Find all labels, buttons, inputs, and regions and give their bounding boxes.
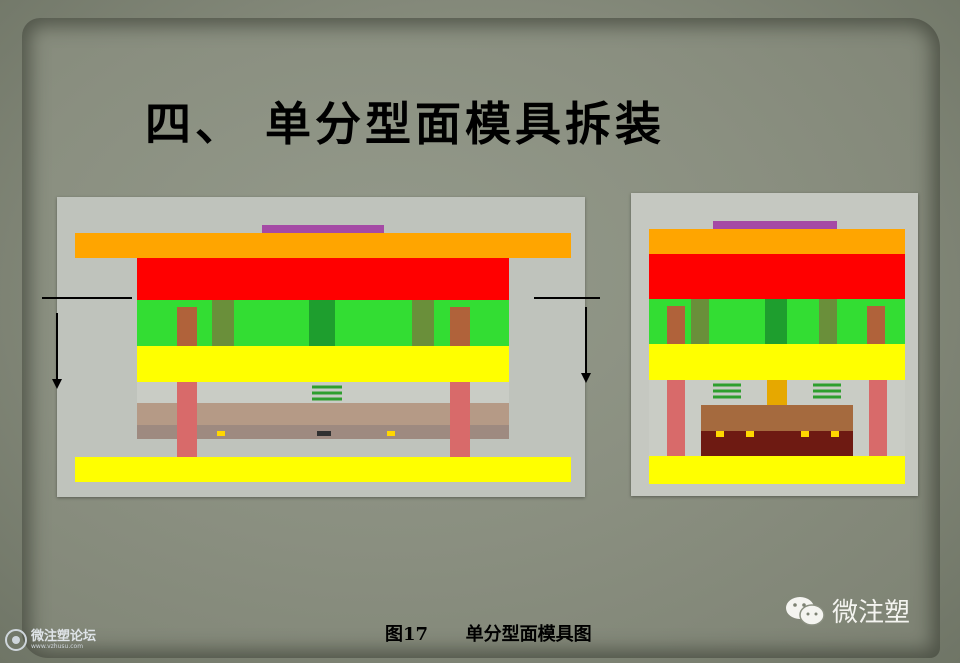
top-clamp-plate [75, 233, 571, 258]
closed-mold-panel [631, 193, 918, 496]
sprue-bushing [713, 221, 837, 229]
guide-pillar [667, 380, 685, 456]
wechat-watermark: 微注塑 [784, 592, 910, 629]
sprue-bushing [262, 225, 384, 233]
moving-plate [137, 346, 509, 382]
bottom-plate [649, 456, 905, 484]
wechat-icon [786, 596, 825, 626]
forum-url: www.vzhusu.com [31, 643, 84, 650]
fixed-plate [137, 258, 509, 300]
guide-pillar [177, 382, 197, 457]
guide-pillar [869, 380, 887, 456]
spring [312, 385, 342, 401]
figure-caption: 图17 单分型面模具图 [385, 624, 592, 645]
open-mold-panel [57, 197, 585, 497]
closed-mold-diagram [649, 221, 905, 484]
fixed-plate [649, 254, 905, 299]
slide-title: 四、 单分型面模具拆装 [145, 97, 666, 151]
open-mold-diagram [75, 225, 571, 482]
wechat-label: 微注塑 [832, 598, 911, 628]
moving-plate [649, 344, 905, 380]
forum-label: 微注塑论坛 [31, 629, 97, 644]
spring [713, 383, 841, 399]
guide-pillar [450, 382, 470, 457]
parting-arrow-left [42, 297, 132, 389]
bottom-plate [75, 457, 571, 482]
down-arrow-icon [52, 379, 62, 389]
top-clamp-plate [649, 229, 905, 254]
forum-watermark: 微注塑论坛 www.vzhusu.com [4, 628, 96, 652]
forum-logo-icon [5, 629, 27, 651]
down-arrow-icon [581, 373, 591, 383]
parting-arrow-right [534, 297, 600, 383]
